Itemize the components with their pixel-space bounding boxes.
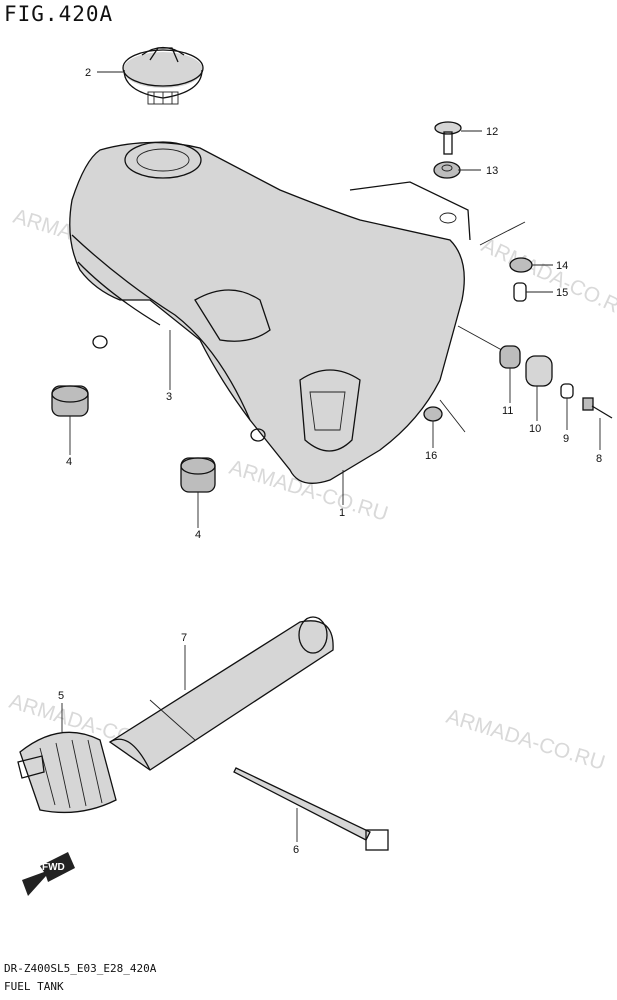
fuel-cap bbox=[122, 46, 204, 105]
callout-8: 8 bbox=[596, 453, 602, 465]
callout-16: 16 bbox=[425, 450, 437, 462]
callout-3: 3 bbox=[166, 391, 172, 403]
bolt-8 bbox=[582, 397, 613, 419]
footer-code: DR-Z400SL5_E03_E28_420A bbox=[4, 962, 157, 975]
callout-13: 13 bbox=[486, 165, 498, 177]
washer-9 bbox=[560, 383, 574, 399]
footer-name: FUEL TANK bbox=[4, 980, 64, 993]
callout-5: 5 bbox=[58, 690, 64, 702]
grommet-11 bbox=[499, 345, 521, 369]
cushion-b bbox=[180, 457, 216, 493]
callout-6: 6 bbox=[293, 844, 299, 856]
cushion-a bbox=[51, 385, 89, 417]
cable-tie-6 bbox=[233, 767, 389, 851]
callout-4b: 4 bbox=[195, 529, 201, 541]
callout-4a: 4 bbox=[66, 456, 72, 468]
watermark-3: ARMADA-CO.RU bbox=[478, 234, 617, 324]
protector-7 bbox=[108, 616, 334, 771]
cushion-10 bbox=[525, 355, 553, 387]
callout-9: 9 bbox=[563, 433, 569, 445]
callout-15: 15 bbox=[556, 287, 568, 299]
callout-12: 12 bbox=[486, 126, 498, 138]
callout-10: 10 bbox=[529, 423, 541, 435]
protector-5 bbox=[17, 731, 117, 814]
figure-title: FIG.420A bbox=[4, 2, 114, 26]
nut-16 bbox=[423, 406, 443, 422]
callout-14: 14 bbox=[556, 260, 568, 272]
callout-1: 1 bbox=[339, 507, 345, 519]
callout-11: 11 bbox=[502, 405, 513, 417]
fwd-label: FWD bbox=[42, 862, 65, 873]
fuel-tank bbox=[69, 141, 526, 484]
washer-13 bbox=[433, 161, 461, 179]
watermark-5: ARMADA-CO.RU bbox=[444, 705, 608, 775]
nut-14 bbox=[509, 257, 533, 273]
forward-arrow: FWD bbox=[22, 852, 75, 896]
collar-15 bbox=[513, 282, 527, 302]
callout-7: 7 bbox=[181, 632, 187, 644]
bolt-12 bbox=[434, 121, 462, 155]
callout-2: 2 bbox=[85, 67, 91, 79]
